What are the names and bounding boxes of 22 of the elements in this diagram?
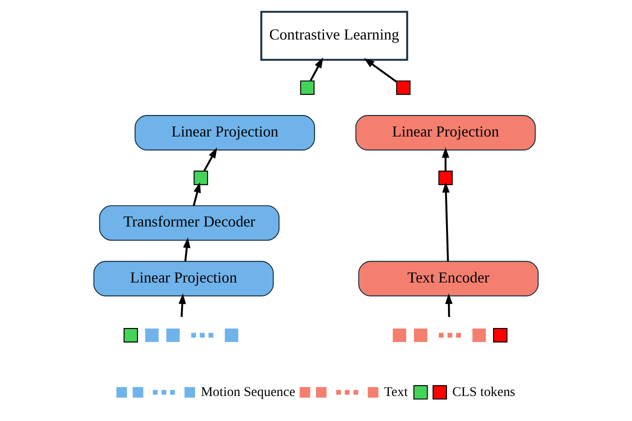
legend-label: Motion Sequence [200, 384, 296, 399]
arrow [203, 148, 218, 172]
legend-label: CLS tokens [452, 384, 516, 399]
arrow [310, 57, 324, 82]
arrow [442, 182, 450, 262]
node-box [194, 170, 208, 186]
node-box: Linear Projection [134, 115, 316, 151]
node-box: Text Encoder [358, 260, 539, 296]
arrow [442, 147, 450, 171]
arrow [364, 58, 398, 83]
arrow [445, 293, 453, 317]
node-box: Linear Projection [355, 115, 536, 151]
node-box [438, 170, 453, 186]
arrow [192, 182, 201, 206]
arrow [178, 293, 186, 318]
node-box [396, 80, 411, 95]
node-box: Linear Projection [93, 260, 274, 296]
node-box: Transformer Decoder [99, 205, 280, 241]
node-box [300, 80, 315, 95]
legend-label: Text [384, 384, 408, 399]
arrow [183, 237, 190, 262]
node-box: Contrastive Learning [260, 10, 408, 61]
